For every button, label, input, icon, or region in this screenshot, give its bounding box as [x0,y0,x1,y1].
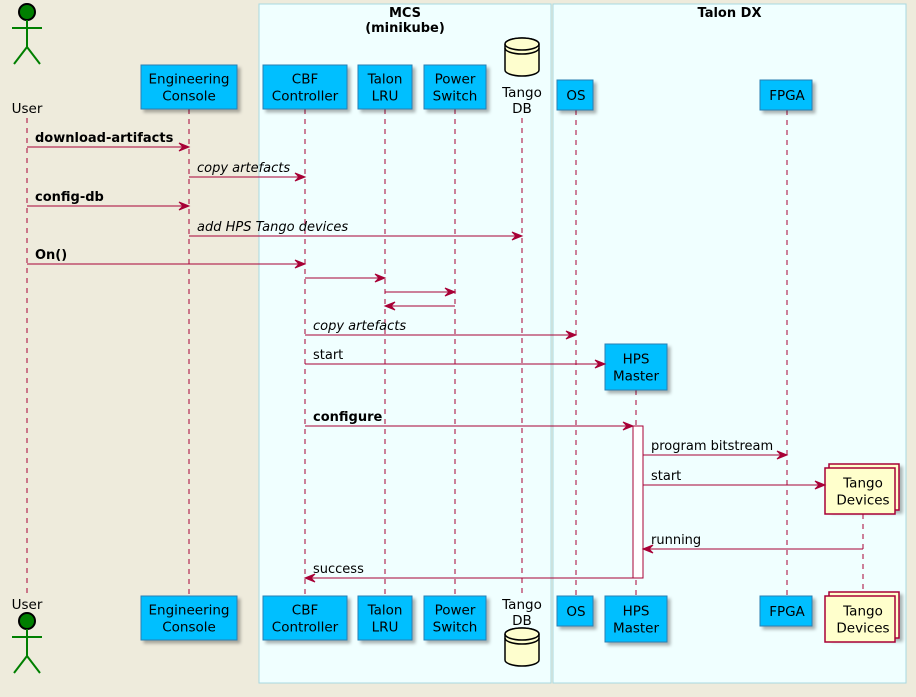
group-title-mcs: (minikube) [365,21,445,36]
message-arrow [383,301,455,311]
participant-label-console: Engineering [149,603,230,619]
participant-label-power: Power [435,72,476,88]
participant-label-power: Switch [433,89,478,105]
message-arrow [641,544,863,554]
actor-icon [12,3,42,65]
message-label: program bitstream [651,439,773,454]
message-arrow [305,359,607,369]
participant-label-cbf: CBF [292,603,318,619]
database-icon [504,627,540,667]
participant-label-cbf: Controller [272,89,339,105]
group-title-mcs: MCS [389,6,421,21]
actor-icon [12,612,42,674]
participant-label-tangodb: Tango [501,597,542,613]
participant-label-tangodb: DB [512,101,532,117]
message-label: success [313,562,364,577]
message-arrow [305,273,387,283]
participant-label-lru: Talon [367,603,403,619]
participant-label-cbf: Controller [272,620,339,636]
message-label: download-artifacts [35,131,174,146]
participant-label-console: Console [162,89,216,105]
participant-box-os: OS [556,79,594,111]
message-label: config-db [35,190,104,205]
message-arrow [27,201,191,211]
participant-label-fpga: FPGA [769,88,805,104]
activation-bar-hps [632,425,644,579]
message-label: copy artefacts [197,161,290,176]
participant-label-cbf: CBF [292,72,318,88]
message-arrow [643,450,789,460]
message-arrow [303,573,633,583]
participant-box-os: OS [556,595,594,627]
message-label: On() [35,248,67,263]
group-title-talon: Talon DX [698,6,762,21]
message-arrow [305,421,635,431]
message-arrow [27,142,191,152]
group-box-mcs [258,3,552,684]
participant-label-lru: Talon [367,72,403,88]
participant-box-fpga: FPGA [759,79,813,111]
message-label: add HPS Tango devices [197,220,348,235]
message-arrow [27,259,307,269]
database-icon [504,37,540,77]
participant-label-lru: LRU [372,89,399,105]
message-arrow [643,480,827,490]
participant-label-tangodb: DB [512,613,532,629]
message-label: start [651,469,681,484]
message-label: copy artefacts [313,319,406,334]
message-label: configure [313,410,382,425]
message-arrow [305,330,578,340]
participant-box-fpga: FPGA [759,595,813,627]
message-arrow [385,287,457,297]
participant-label-tangodb: Tango [501,85,542,101]
message-arrow [189,231,524,241]
participant-label-devices: Devices [836,493,889,509]
participant-label-hps: Master [613,621,660,637]
participant-label-user: User [12,101,43,117]
participant-label-devices: Tango [842,604,883,620]
participant-label-devices: Devices [836,621,889,637]
participant-label-user: User [12,597,43,613]
message-label: running [651,533,701,548]
participant-label-power: Power [435,603,476,619]
participant-label-hps: HPS [623,352,650,368]
participant-label-hps: Master [613,369,660,385]
participant-label-os: OS [566,604,585,620]
participant-label-console: Console [162,620,216,636]
participant-label-power: Switch [433,620,478,636]
participant-label-console: Engineering [149,72,230,88]
participant-label-fpga: FPGA [769,604,805,620]
participant-label-lru: LRU [372,620,399,636]
participant-label-devices: Tango [842,476,883,492]
participant-label-os: OS [566,88,585,104]
message-label: start [313,348,343,363]
message-arrow [189,172,307,182]
participant-label-hps: HPS [623,604,650,620]
